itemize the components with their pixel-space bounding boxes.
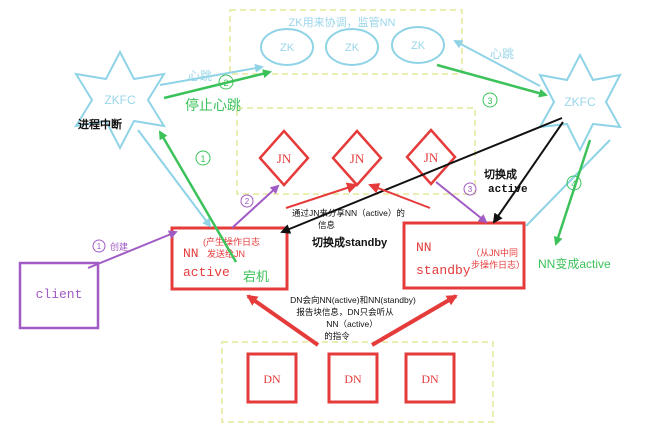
nn-to-jn-arrow bbox=[231, 184, 280, 229]
zk-group-title: ZK用来协调，监管NN bbox=[289, 15, 396, 29]
zkfc-right-label: ZKFC bbox=[564, 95, 596, 109]
stop-heartbeat-label: 停止心跳 bbox=[185, 97, 241, 113]
heartbeat-arrow-left-cyan bbox=[159, 63, 264, 86]
dn-report-label: 的指令 bbox=[324, 331, 350, 341]
dn-node bbox=[404, 352, 456, 404]
share-label: 通过JN来分享NN（active）的 bbox=[292, 208, 405, 218]
step-number: 2 bbox=[223, 78, 228, 88]
dn-node-label: DN bbox=[263, 372, 281, 386]
dn-node-label: DN bbox=[344, 372, 362, 386]
jn-to-standby-arrow bbox=[435, 181, 488, 224]
step-number: 2 bbox=[245, 197, 250, 206]
step-badge bbox=[482, 92, 498, 108]
zk-node-label: ZK bbox=[280, 42, 295, 54]
create-label: 创建 bbox=[110, 241, 128, 252]
process-interrupt-label: 进程中断 bbox=[78, 117, 122, 131]
step-badge bbox=[240, 194, 254, 208]
heartbeat-label-left: 心跳 bbox=[188, 69, 212, 83]
switch-active-label: 切换成 bbox=[484, 167, 517, 181]
dn-node-label: DN bbox=[421, 372, 439, 386]
client-label: client bbox=[36, 287, 83, 302]
nn-active-note: (产生操作日志 bbox=[203, 236, 260, 247]
nn-standby-note: 步操作日志） bbox=[471, 259, 525, 270]
switch-active-label: active bbox=[488, 184, 528, 196]
jn-node-label: JN bbox=[277, 151, 292, 166]
step-badge bbox=[92, 239, 106, 253]
jn-group-box bbox=[236, 107, 476, 195]
share-label: 信息 bbox=[318, 220, 336, 230]
step-number: 1 bbox=[200, 154, 205, 164]
dn-node bbox=[246, 352, 298, 404]
jn-node-label: JN bbox=[350, 151, 365, 166]
step-badge bbox=[218, 74, 234, 90]
nn-active-box bbox=[170, 226, 289, 291]
zk-node bbox=[260, 28, 314, 66]
nn-standby-box bbox=[402, 221, 526, 290]
heartbeat-label-right: 心跳 bbox=[490, 47, 514, 61]
jn-node-label: JN bbox=[424, 150, 439, 165]
nn-active-name: NN bbox=[183, 246, 199, 261]
nn-active-state: active bbox=[183, 265, 230, 280]
nn-standby-note: （从JN中同 bbox=[471, 247, 518, 258]
switch-to-active-arrow bbox=[492, 121, 564, 224]
heartbeat-arrow-left-green bbox=[163, 69, 272, 100]
nn-becomes-active-label: NN变成active bbox=[538, 256, 611, 271]
dn-node bbox=[327, 352, 379, 404]
client-create-arrow bbox=[87, 230, 178, 269]
nn-to-zkfc-green bbox=[158, 130, 238, 263]
share-arrow-left bbox=[285, 182, 358, 209]
step-number: 1 bbox=[97, 242, 102, 251]
step-badge bbox=[195, 150, 211, 166]
zkfc-to-nn-standby-cyan bbox=[525, 139, 611, 227]
step-badge bbox=[463, 182, 477, 196]
nn-crash-label: 宕机 bbox=[243, 269, 269, 284]
zkfc-right-to-nn-green bbox=[553, 139, 592, 246]
jn-node bbox=[258, 129, 310, 187]
jn-node bbox=[405, 128, 457, 186]
nn-standby-state: standby bbox=[416, 263, 471, 278]
dn-report-arrow-right bbox=[370, 294, 458, 347]
zk-node bbox=[325, 28, 379, 66]
zk-notify-arrow bbox=[436, 63, 548, 98]
nn-standby-name: NN bbox=[416, 240, 432, 255]
switch-to-standby-arrow bbox=[280, 117, 563, 234]
step-badge bbox=[566, 175, 582, 191]
step-number: 4 bbox=[571, 179, 576, 189]
switch-standby-label: 切换成standby bbox=[312, 235, 388, 249]
dn-report-label: DN会向NN(active)和NN(standby) bbox=[290, 295, 416, 305]
zkfc-right-star bbox=[538, 52, 622, 153]
step-number: 3 bbox=[468, 185, 473, 194]
client-box bbox=[18, 261, 100, 330]
dn-report-label: NN（active） bbox=[326, 319, 377, 329]
nn-active-note: 发送给JN bbox=[207, 248, 245, 259]
zk-node-label: ZK bbox=[345, 42, 360, 54]
zk-node-label: ZK bbox=[411, 40, 426, 52]
zk-node bbox=[391, 26, 445, 64]
dn-report-label: 报告块信息，DN只会听从 bbox=[296, 307, 394, 317]
share-arrow-right bbox=[368, 183, 431, 209]
step-number: 3 bbox=[487, 96, 492, 106]
dn-group-box bbox=[221, 341, 494, 423]
heartbeat-arrow-right-cyan bbox=[453, 40, 541, 87]
zkfc-left-star bbox=[73, 49, 167, 151]
dn-report-arrow-left bbox=[246, 294, 320, 347]
zkfc-to-nn-cyan bbox=[137, 129, 212, 228]
zkfc-left-label: ZKFC bbox=[104, 93, 136, 107]
